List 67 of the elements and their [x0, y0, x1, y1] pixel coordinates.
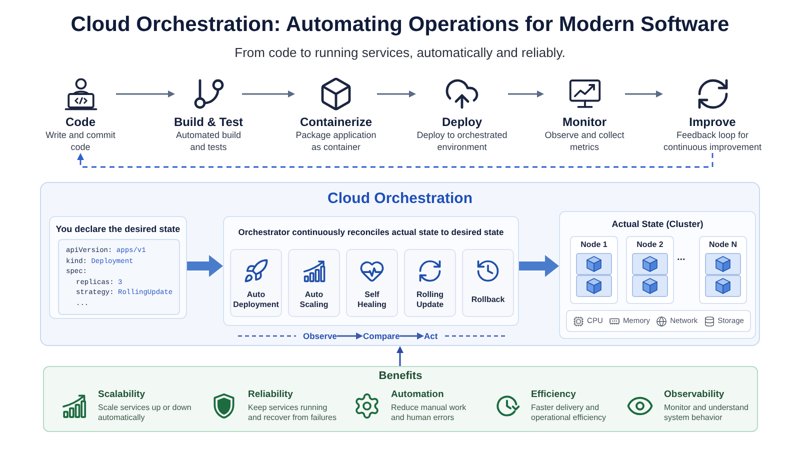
benefit-description: Scale services up or down automatically: [98, 403, 192, 423]
benefits-panel: [43, 366, 758, 432]
arrow: [400, 332, 424, 340]
cycle-stage-label: Act: [424, 330, 438, 342]
step-description: Package application as container: [295, 130, 377, 153]
feature-tile: [462, 249, 514, 317]
arrow: [396, 346, 404, 366]
arrow: [377, 90, 416, 98]
title: Cloud Orchestration: Automating Operations for Modern Software: [70, 12, 730, 38]
resource-bar: [566, 310, 751, 332]
cluster-node-card: [699, 236, 747, 304]
feature-tile: [230, 249, 282, 317]
step-title: Containerize: [300, 115, 372, 130]
block-arrow: [187, 255, 223, 277]
cycle-stage-label: Observe: [303, 330, 338, 342]
arrow: [337, 332, 363, 340]
panel-heading: Actual State (Cluster): [612, 219, 704, 230]
cluster-node-card: [570, 236, 618, 304]
arrow: [116, 90, 175, 98]
block-arrow: [519, 255, 559, 277]
code-block: [58, 239, 180, 315]
tile-label: Rolling Update: [416, 290, 444, 310]
arrow: [625, 90, 663, 98]
benefit-description: Keep services running and recover from failures: [248, 403, 338, 423]
step-title: Improve: [689, 115, 736, 130]
benefit-title: Automation: [391, 389, 444, 401]
tile-label: Rollback: [471, 295, 505, 305]
step-description: Observe and collect metrics: [544, 130, 625, 153]
benefit-title: Efficiency: [531, 389, 576, 401]
arrow: [508, 90, 544, 98]
feature-tile: [404, 249, 456, 317]
step-title: Code: [66, 115, 96, 130]
feature-tile: [288, 249, 340, 317]
tile-label: Auto Scaling: [300, 290, 328, 310]
benefit-title: Reliability: [248, 389, 293, 401]
ellipsis-label: ...: [677, 252, 686, 264]
orchestration-panel: [40, 182, 760, 346]
arrow: [242, 90, 295, 98]
desired-state-panel: [49, 216, 187, 319]
benefit-title: Observability: [664, 389, 724, 401]
node-label: Node 2: [636, 240, 664, 250]
cycle-stage-label: Compare: [363, 330, 400, 342]
benefit-title: Scalability: [98, 389, 145, 401]
step-description: Feedback loop for continuous improvement: [663, 130, 762, 153]
step-title: Monitor: [562, 115, 606, 130]
step-title: Deploy: [442, 115, 482, 130]
dashed-arrow: [77, 153, 714, 168]
tile-label: Auto Deployment: [233, 290, 279, 310]
node-label: Node N: [709, 240, 737, 250]
benefit-description: Reduce manual work and human errors: [391, 403, 468, 423]
reconcile-panel: [223, 216, 519, 326]
panel-heading: Cloud Orchestration: [328, 190, 472, 208]
step-description: Automated build and tests: [175, 130, 242, 153]
benefit-description: Faster delivery and operational efficiency: [531, 403, 608, 423]
step-description: Deploy to orchestrated environment: [416, 130, 508, 153]
panel-heading: Orchestrator continuously reconciles actual state to desired state: [238, 227, 504, 238]
node-label: Node 1: [580, 240, 608, 250]
subtitle: From code to running services, automatically and reliably.: [234, 45, 566, 61]
panel-heading: You declare the desired state: [56, 224, 180, 235]
panel-heading: Benefits: [378, 369, 422, 383]
feature-tile: [346, 249, 398, 317]
cluster-node-card: [626, 236, 674, 304]
cluster-panel: [559, 211, 756, 339]
step-description: Write and commit code: [45, 130, 116, 153]
tile-label: Self Healing: [358, 290, 386, 310]
benefit-description: Monitor and understand system behavior: [664, 403, 750, 423]
step-title: Build & Test: [174, 115, 244, 130]
